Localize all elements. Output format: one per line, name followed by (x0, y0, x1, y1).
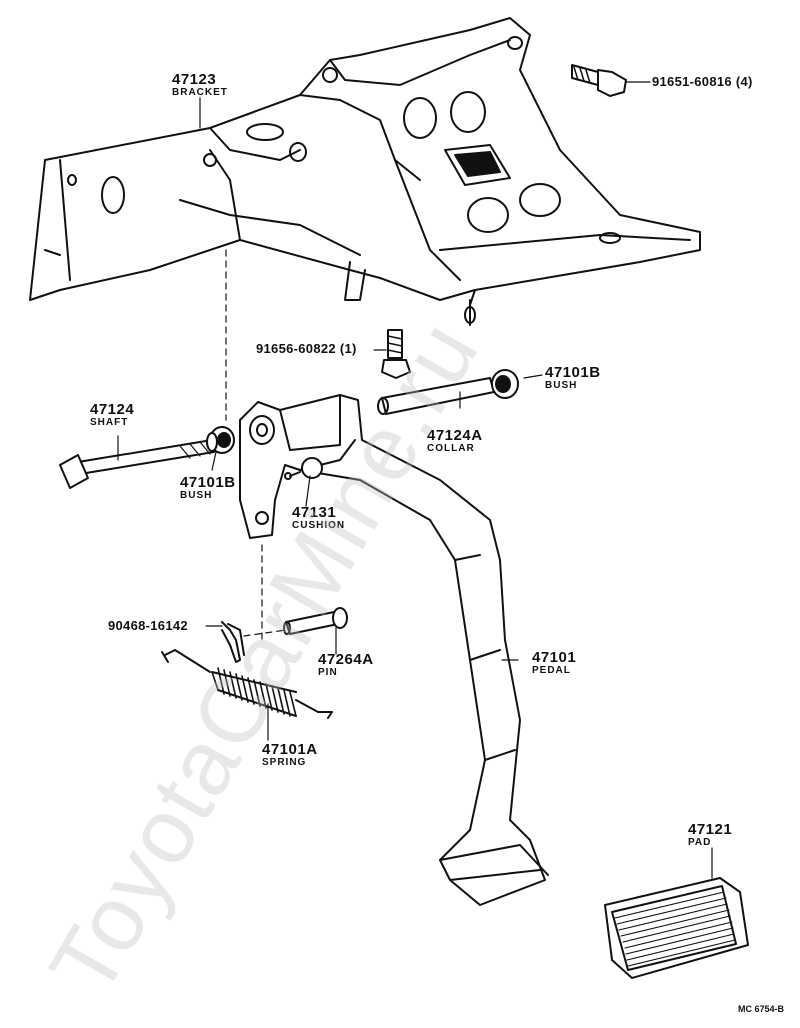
pin-number: 47264A (318, 651, 374, 668)
pedal-number: 47101 (532, 649, 577, 666)
bush-right-name: BUSH (545, 380, 578, 391)
clip-drawing (221, 621, 245, 663)
bolt-stop-drawing (381, 329, 411, 379)
bush-left-drawing (206, 426, 235, 454)
cushion-name: CUSHION (292, 520, 346, 531)
pad-number: 47121 (688, 821, 733, 838)
bush-right-drawing (491, 369, 519, 399)
collar-number: 47124A (427, 427, 483, 444)
spring-drawing (161, 649, 333, 719)
bracket-number: 47123 (172, 71, 217, 88)
clip-partno: 90468-16142 (108, 618, 188, 633)
pin-name: PIN (318, 667, 338, 678)
bush-right-number: 47101B (545, 364, 601, 381)
shaft-number: 47124 (90, 401, 135, 418)
bracket-name: BRACKET (172, 87, 228, 98)
leader-lines (117, 81, 713, 879)
pedal-name: PEDAL (532, 665, 571, 676)
bracket-part (29, 17, 701, 326)
assembly-dashed-lines (225, 249, 287, 641)
pad-name: PAD (688, 837, 712, 848)
shaft-name: SHAFT (90, 417, 129, 428)
bolt-stop-partno: 91656-60822 (1) (256, 341, 357, 356)
pin-drawing (283, 607, 348, 635)
cushion-drawing (284, 457, 323, 480)
bolt-bracket-drawing (571, 64, 627, 97)
cushion-number: 47131 (292, 504, 337, 521)
shaft-drawing (59, 439, 215, 489)
bolt-bracket-partno: 91651-60816 (4) (652, 74, 753, 89)
diagram-code: MC 6754-B (737, 1004, 784, 1014)
spring-number: 47101A (262, 741, 318, 758)
pad-drawing (604, 877, 749, 979)
bush-left-number: 47101B (180, 474, 236, 491)
bush-left-name: BUSH (180, 490, 213, 501)
spring-name: SPRING (262, 757, 307, 768)
collar-name: COLLAR (427, 443, 475, 454)
pedal-drawing (239, 394, 549, 906)
